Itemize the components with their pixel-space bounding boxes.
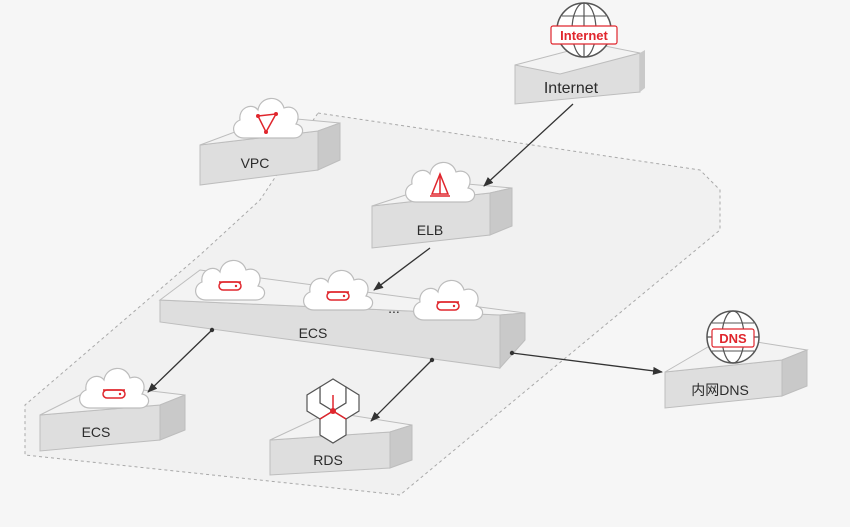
dns-node: 内网DNS DNS bbox=[664, 310, 809, 409]
vpc-cloud-icon bbox=[232, 97, 304, 139]
dns-globe-icon: DNS bbox=[706, 310, 760, 364]
rds-node: RDS bbox=[269, 378, 413, 476]
dns-label: 内网DNS bbox=[691, 382, 749, 398]
server-cloud-icon bbox=[194, 259, 266, 301]
arrow-elb-to-ecs bbox=[373, 247, 431, 291]
internet-badge-text: Internet bbox=[560, 28, 608, 43]
database-hexagon-icon bbox=[306, 378, 360, 444]
ecs-cluster-ellipsis: ... bbox=[388, 300, 400, 316]
elb-node: ELB bbox=[371, 161, 513, 249]
arrow-internet-to-elb bbox=[483, 103, 574, 187]
internet-node: Internet Internet bbox=[514, 2, 645, 105]
internet-label: Internet bbox=[544, 80, 599, 97]
ecs-cluster-node: ECS ... bbox=[158, 259, 526, 370]
globe-icon: Internet bbox=[550, 2, 618, 58]
elb-label: ELB bbox=[417, 222, 443, 238]
server-cloud-icon bbox=[78, 367, 150, 409]
arrow-ecs-to-ecs bbox=[147, 329, 213, 393]
ecs-cluster-label: ECS bbox=[299, 325, 328, 341]
ecs-single-node: ECS bbox=[39, 367, 186, 452]
server-cloud-icon bbox=[412, 279, 484, 321]
load-balancer-icon bbox=[404, 161, 476, 203]
server-cloud-icon bbox=[302, 269, 374, 311]
dns-badge-text: DNS bbox=[719, 331, 747, 346]
ecs-single-label: ECS bbox=[82, 424, 111, 440]
arrow-ecs-to-dns bbox=[511, 352, 663, 375]
arrow-ecs-to-rds bbox=[370, 359, 433, 422]
vpc-label: VPC bbox=[241, 155, 270, 171]
vpc-node: VPC bbox=[199, 97, 341, 186]
rds-label: RDS bbox=[313, 452, 343, 468]
